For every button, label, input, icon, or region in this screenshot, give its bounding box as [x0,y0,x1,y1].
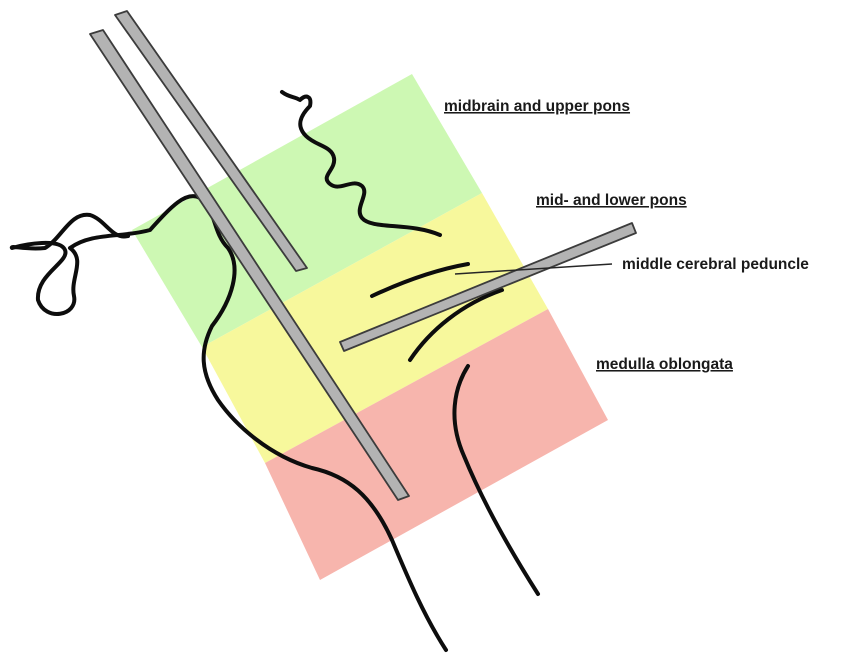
label-medulla: medulla oblongata [596,356,733,373]
label-pons: mid- and lower pons [536,192,687,209]
label-peduncle: middle cerebral peduncle [622,256,809,273]
label-midbrain: midbrain and upper pons [444,98,630,115]
